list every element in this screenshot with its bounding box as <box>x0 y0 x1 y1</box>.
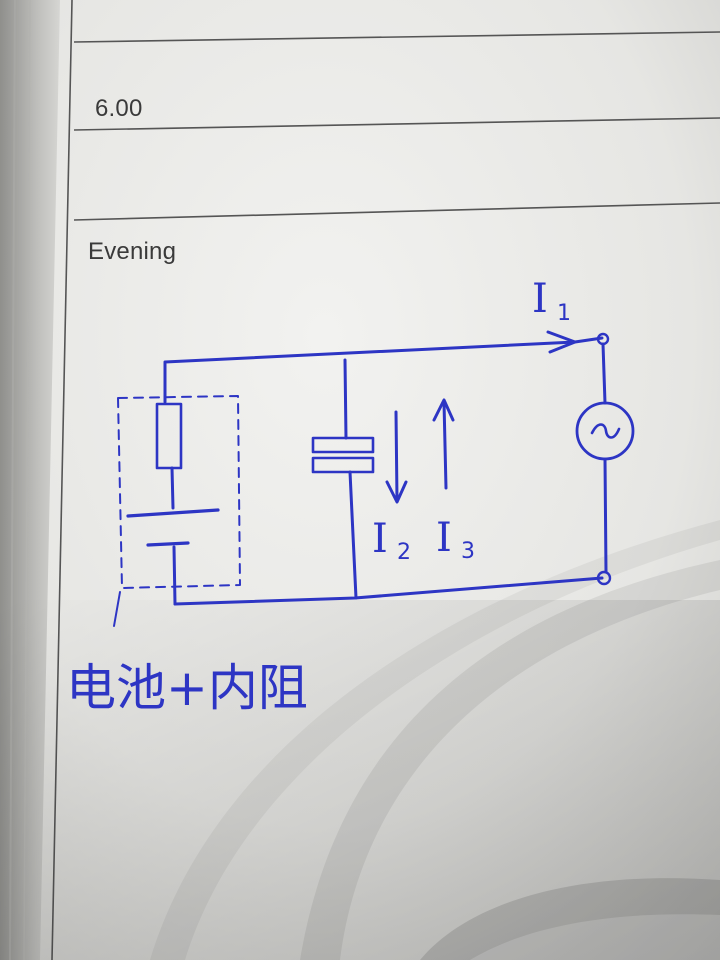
label-i2-sub: 2 <box>397 540 411 565</box>
battery-long-plate <box>126 508 220 518</box>
resistor-lead <box>170 466 175 510</box>
internal-resistor <box>155 402 183 470</box>
top-wire <box>163 336 604 404</box>
capacitor-top-lead <box>343 358 348 440</box>
ruled-line <box>73 117 720 131</box>
current-labels: I 1 I 2 I 3 <box>372 276 571 565</box>
capacitor-bottom-lead <box>348 470 358 600</box>
label-i1: I <box>532 276 548 322</box>
battery-lead <box>172 545 177 606</box>
caption-pointer <box>113 591 121 627</box>
arrow-i2-head <box>385 480 408 504</box>
label-i3: I <box>436 515 452 561</box>
battery-short-plate <box>146 541 190 547</box>
label-i2: I <box>372 516 388 562</box>
right-wire-lower <box>603 457 608 574</box>
ruled-line <box>73 202 720 221</box>
battery-caption: 电池+内阻 <box>66 659 308 717</box>
arrow-i3-head <box>432 398 455 422</box>
arrow-i1 <box>546 330 577 354</box>
section-label: Evening <box>88 238 177 265</box>
right-wire-upper <box>601 342 607 405</box>
capacitor-plate-top <box>311 436 375 454</box>
arrow-i2-shaft <box>394 410 399 502</box>
time-label: 6.00 <box>95 95 143 122</box>
terminal-bottom <box>596 570 612 586</box>
ruled-line <box>73 31 720 43</box>
label-i3-sub: 3 <box>461 539 475 564</box>
arrow-i3-shaft <box>442 400 448 490</box>
label-i1-sub: 1 <box>557 301 571 326</box>
capacitor-plate-bottom <box>311 456 375 474</box>
battery-dashed-box <box>117 395 241 589</box>
ac-wave-icon <box>590 423 621 439</box>
